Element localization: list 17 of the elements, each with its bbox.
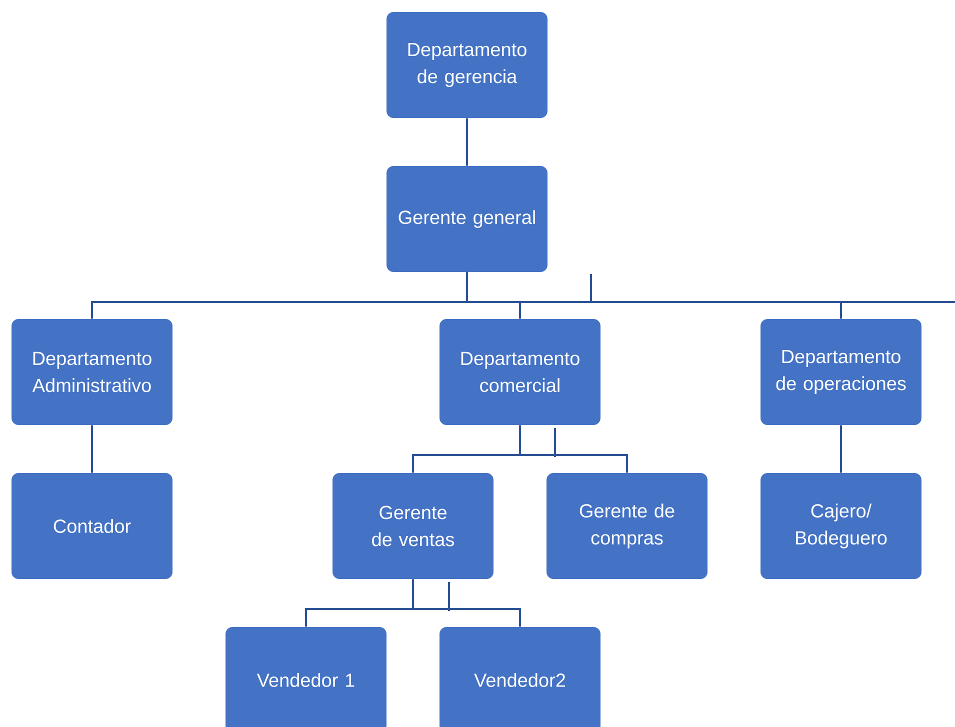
org-box: Gerente general xyxy=(386,166,548,272)
connector-line xyxy=(412,579,521,627)
connector-line xyxy=(466,118,468,166)
org-box: Contador xyxy=(12,473,172,579)
org-box: Departamento comercial xyxy=(440,319,600,425)
org-box: Departamento Administrativo xyxy=(12,319,172,425)
org-box: Vendedor 1 xyxy=(226,627,386,727)
connector-line xyxy=(466,272,842,319)
org-box: Departamento de operaciones xyxy=(760,319,922,425)
org-box: Vendedor2 xyxy=(440,627,600,727)
org-box: Gerente de compras xyxy=(546,473,708,579)
org-box: Gerente de ventas xyxy=(332,473,494,579)
connector-line xyxy=(91,425,93,473)
connector-line xyxy=(840,425,842,473)
org-box: Departamento de gerencia xyxy=(386,12,548,118)
org-box: Cajero/ Bodeguero xyxy=(760,473,922,579)
connector-line xyxy=(519,425,628,473)
